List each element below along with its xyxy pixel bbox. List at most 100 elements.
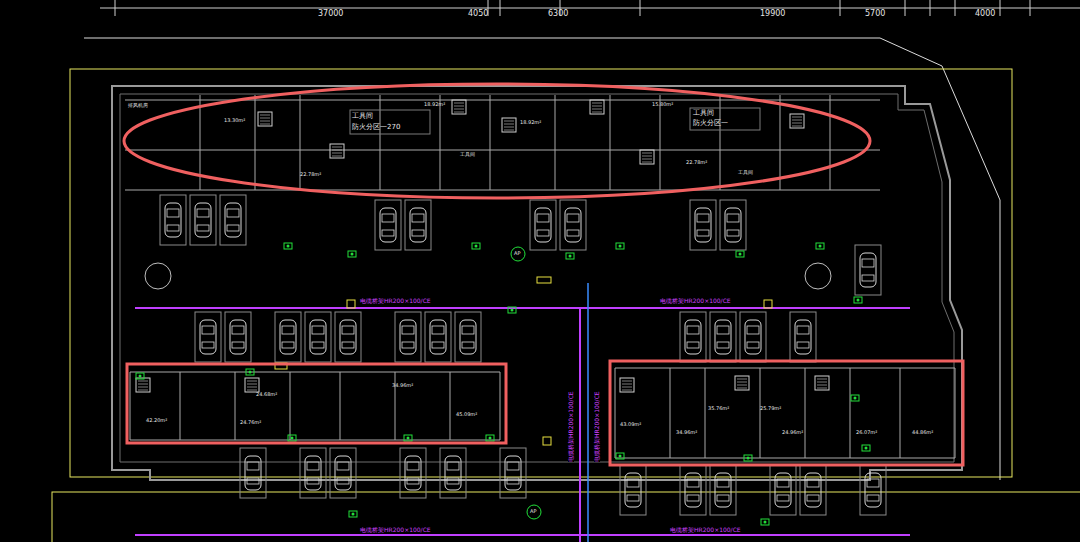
- parking-space: [300, 448, 326, 498]
- plan-label: 工具间: [352, 113, 373, 120]
- plan-label: 37000: [318, 10, 343, 18]
- plan-label: 22.78m²: [300, 172, 321, 177]
- parking-space: [770, 465, 796, 515]
- parking-space: [335, 312, 361, 362]
- parking-row: [160, 195, 881, 295]
- drawing-frame: [52, 492, 1080, 542]
- stair-symbol: [136, 378, 150, 392]
- plan-label: 防火分区一270: [352, 124, 400, 131]
- plan-label: 43.09m²: [620, 422, 641, 427]
- plan-label: 6300: [548, 10, 568, 18]
- stair-symbol: [815, 376, 829, 390]
- cable-tray: [135, 307, 910, 309]
- parking-row: [195, 312, 816, 362]
- plan-label: 4050: [468, 10, 488, 18]
- cable-tray-label: 电缆桥架HR200×100/CE: [594, 391, 600, 462]
- drawing-frame: [70, 69, 1012, 477]
- plan-label: 34.96m²: [392, 383, 413, 388]
- plan-label: 5700: [865, 10, 885, 18]
- parking-space: [855, 245, 881, 295]
- plan-label: 工具间: [693, 110, 714, 117]
- turning-circle: [145, 263, 171, 289]
- parking-space: [500, 448, 526, 498]
- plan-label: AP: [514, 251, 520, 256]
- parking-space: [405, 200, 431, 250]
- plan-label: 4000: [975, 10, 995, 18]
- stair-symbol: [452, 100, 466, 114]
- plan-label: 22.78m²: [686, 160, 707, 165]
- ap-symbol: [527, 505, 541, 519]
- parking-space: [720, 200, 746, 250]
- parking-space: [440, 448, 466, 498]
- parking-space: [195, 312, 221, 362]
- plan-label: 35.76m²: [708, 406, 729, 411]
- site-boundary: [84, 38, 1000, 480]
- stair-symbol: [590, 100, 604, 114]
- stair-symbol: [790, 114, 804, 128]
- parking-space: [710, 465, 736, 515]
- plan-label: 15.80m²: [652, 102, 673, 107]
- plan-label: 42.20m²: [146, 418, 167, 423]
- plan-label: 防火分区一: [693, 120, 728, 127]
- parking-space: [860, 465, 886, 515]
- plan-label: 排风机房: [128, 103, 148, 108]
- parking-space: [710, 312, 736, 362]
- parking-space: [275, 312, 301, 362]
- cable-tray: [587, 283, 589, 542]
- parking-space: [190, 195, 216, 245]
- plan-label: 24.68m²: [256, 392, 277, 397]
- stair-symbol: [640, 150, 654, 164]
- ap-symbol: [511, 247, 525, 261]
- parking-space: [530, 200, 556, 250]
- parking-space: [680, 312, 706, 362]
- parking-space: [680, 465, 706, 515]
- parking-space: [220, 195, 246, 245]
- plan-label: 18.92m²: [520, 120, 541, 125]
- turning-circle: [805, 263, 831, 289]
- highlight-ellipse: [124, 84, 870, 198]
- plan-label: 24.76m²: [240, 420, 261, 425]
- parking-space: [330, 448, 356, 498]
- stair-symbol: [502, 118, 516, 132]
- parking-space: [400, 448, 426, 498]
- stair-symbol: [245, 378, 259, 392]
- plan-label: 电缆桥架HR200×100/CE: [360, 527, 431, 533]
- plan-label: 13.30m²: [224, 118, 245, 123]
- parking-space: [395, 312, 421, 362]
- outer-wall: [112, 86, 962, 480]
- stair-symbol: [330, 144, 344, 158]
- parking-space: [225, 312, 251, 362]
- exit-sign: [136, 243, 870, 525]
- plan-label: 45.09m²: [456, 412, 477, 417]
- highlight-rect: [610, 361, 963, 465]
- plan-label: 25.79m²: [760, 406, 781, 411]
- stair-symbol: [258, 112, 272, 126]
- parking-space: [455, 312, 481, 362]
- cable-tray-label: 电缆桥架HR200×100/CE: [568, 391, 574, 462]
- plan-label: 18.92m²: [424, 102, 445, 107]
- cable-tray: [579, 308, 581, 542]
- stair-symbol: [735, 376, 749, 390]
- plan-label: 电缆桥架HR200×100/CE: [660, 298, 731, 304]
- stair-symbol: [620, 378, 634, 392]
- parking-space: [740, 312, 766, 362]
- plan-label: 电缆桥架HR200×100/CE: [670, 527, 741, 533]
- plan-label: 19900: [760, 10, 785, 18]
- plan-label: 电缆桥架HR200×100/CE: [360, 298, 431, 304]
- parking-space: [240, 448, 266, 498]
- parking-space: [425, 312, 451, 362]
- dimension-line: [100, 0, 1080, 16]
- storage-rooms: [125, 95, 880, 190]
- parking-space: [375, 200, 401, 250]
- plan-label: 26.07m²: [856, 430, 877, 435]
- parking-space: [690, 200, 716, 250]
- plan-label: 34.96m²: [676, 430, 697, 435]
- parking-space: [800, 465, 826, 515]
- cable-tray: [135, 534, 910, 536]
- parking-space: [560, 200, 586, 250]
- parking-space: [620, 465, 646, 515]
- plan-label: 24.96m²: [782, 430, 803, 435]
- inner-wall: [120, 94, 954, 462]
- plan-label: 工具间: [460, 152, 475, 157]
